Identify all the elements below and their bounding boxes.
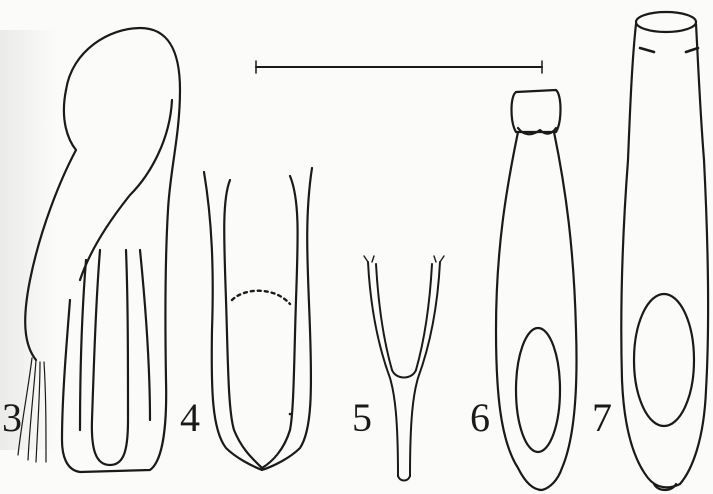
figure-6-drawing-icon xyxy=(496,90,576,490)
figure-7-drawing-icon xyxy=(621,12,708,490)
figure-3-drawing-icon xyxy=(18,28,180,472)
figure-3-label: 3 xyxy=(2,398,22,438)
figure-6-label: 6 xyxy=(470,398,490,438)
figure-4-label: 4 xyxy=(180,398,200,438)
scale-bar-icon xyxy=(256,61,542,73)
figure-7-label: 7 xyxy=(592,398,612,438)
figure-5-label: 5 xyxy=(352,398,372,438)
figure-4-drawing-icon xyxy=(204,168,312,470)
figure-5-drawing-icon xyxy=(364,256,444,481)
